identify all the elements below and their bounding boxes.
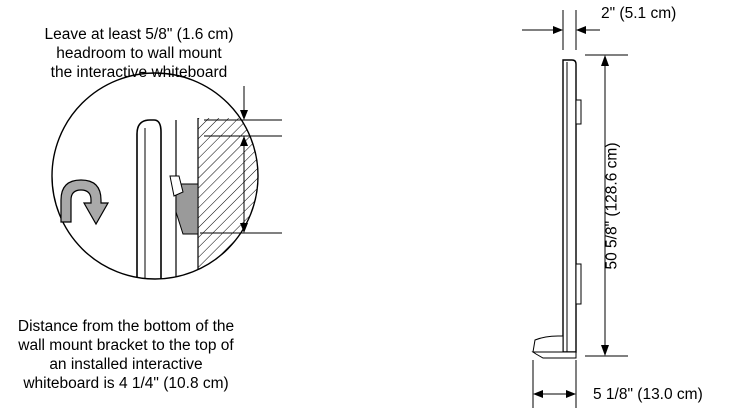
bracket-note-line2: wall mount bracket to the top of (18, 337, 234, 354)
tray-front (532, 335, 564, 353)
headroom-note-line2: headroom to wall mount (56, 45, 222, 62)
u-turn-arrow-icon (60, 179, 110, 226)
wall-mount-bracket (175, 183, 199, 235)
depth-top-dimension (522, 10, 600, 50)
bracket-note-line3: an installed interactive (49, 356, 203, 373)
wall-hatching (198, 118, 258, 279)
bracket-note-line4: whiteboard is 4 1/4" (10.8 cm) (23, 375, 229, 392)
headroom-note-line3: the interactive whiteboard (50, 64, 228, 81)
top-bracket (575, 99, 582, 125)
lower-bracket (575, 263, 582, 305)
whiteboard-side-profile (531, 59, 582, 359)
headroom-note-line1: Leave at least 5/8" (1.6 cm) (44, 26, 234, 43)
depth-bottom-label: 5 1/8" (13.0 cm) (593, 386, 703, 403)
bracket-dimension (200, 136, 282, 234)
bracket-distance-note: Distance from the bottom of the wall mou… (0, 317, 266, 393)
board-edge-profile (136, 119, 162, 279)
height-dimension (585, 54, 628, 357)
pen-tray (531, 351, 577, 359)
detail-circle (51, 72, 259, 280)
height-label: 50 5/8" (128.6 cm) (604, 143, 621, 270)
bracket-note-line1: Distance from the bottom of the (17, 318, 235, 335)
magnifier-outline (51, 72, 259, 280)
depth-bottom-dimension (532, 360, 577, 408)
board-body (562, 59, 577, 353)
depth-top-label: 2" (5.1 cm) (601, 5, 677, 22)
bracket-hook (169, 175, 184, 197)
headroom-note: Leave at least 5/8" (1.6 cm) headroom to… (2, 25, 276, 82)
